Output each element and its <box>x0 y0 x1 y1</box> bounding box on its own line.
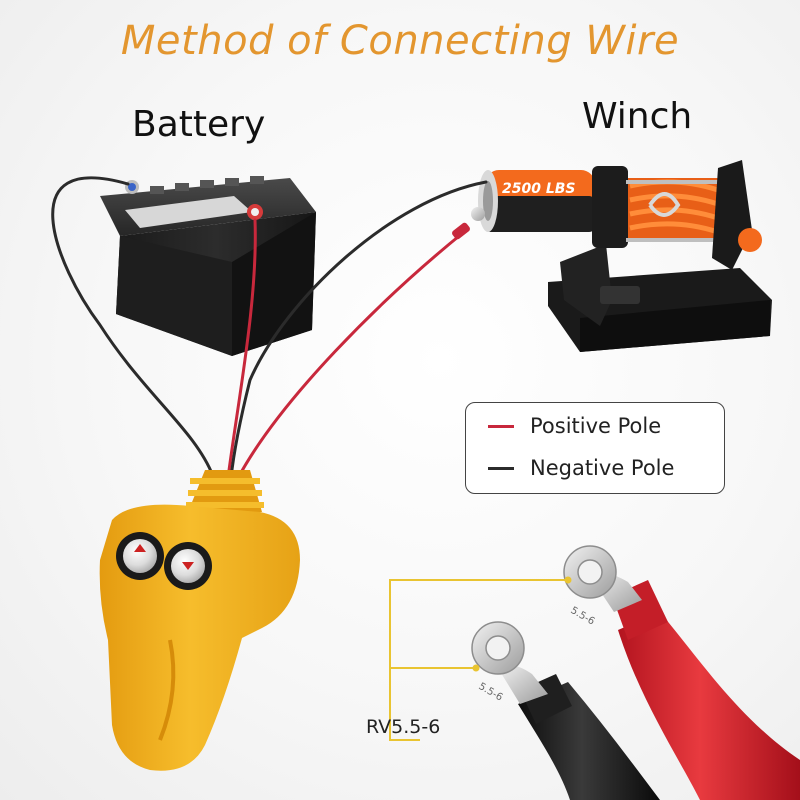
legend: Positive Pole Negative Pole <box>465 402 725 494</box>
legend-label-positive: Positive Pole <box>530 414 661 438</box>
winch-label: Winch <box>582 96 692 137</box>
remote-controller <box>100 470 300 771</box>
page-title: Method of Connecting Wire <box>0 18 800 64</box>
terminal-stamp-upper: 5.5-6 <box>569 605 597 627</box>
positive-swatch <box>488 425 514 428</box>
terminal-callout-label: RV5.5-6 <box>366 716 440 738</box>
negative-swatch <box>488 467 514 470</box>
winch-badge-text: 2500 LBS <box>502 181 576 197</box>
cable-ends-closeup: 5.5-6 5.5-6 <box>472 546 800 800</box>
winch-illustration: 2500 LBS <box>478 160 772 352</box>
legend-label-negative: Negative Pole <box>530 456 674 480</box>
legend-item-negative: Negative Pole <box>488 453 674 483</box>
battery-illustration <box>100 176 316 356</box>
battery-label: Battery <box>132 104 265 145</box>
legend-item-positive: Positive Pole <box>488 411 661 441</box>
terminal-stamp-lower: 5.5-6 <box>477 681 505 703</box>
